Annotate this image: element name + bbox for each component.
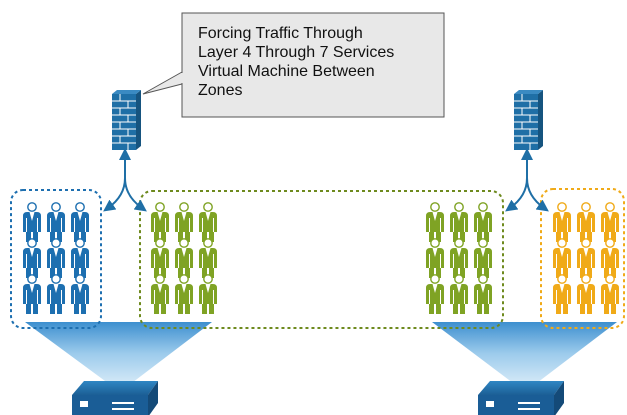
vm-person-icon: [151, 238, 169, 278]
vm-person-icon: [601, 274, 619, 314]
vm-group-blue: [23, 202, 89, 314]
vm-person-icon: [71, 202, 89, 242]
vm-person-icon: [151, 274, 169, 314]
vm-group-green-right: [426, 202, 492, 314]
vm-person-icon: [474, 238, 492, 278]
vm-person-icon: [474, 274, 492, 314]
vm-person-icon: [47, 202, 65, 242]
server-icon: [478, 381, 564, 415]
firewall-icon: [514, 90, 543, 150]
callout-pointer: [142, 71, 183, 95]
vm-person-icon: [151, 202, 169, 242]
vm-person-icon: [47, 238, 65, 278]
callout-line-4: Zones: [198, 82, 243, 99]
vm-person-icon: [553, 202, 571, 242]
vm-person-icon: [23, 274, 41, 314]
vm-person-icon: [47, 274, 65, 314]
green-zone-boundary: [139, 190, 504, 329]
vm-person-icon: [553, 274, 571, 314]
vm-person-icon: [426, 202, 444, 242]
vm-person-icon: [450, 238, 468, 278]
vm-person-icon: [199, 238, 217, 278]
vm-person-icon: [426, 274, 444, 314]
orange-zone-boundary: [540, 188, 625, 329]
callout-text: Forcing Traffic Through Layer 4 Through …: [198, 24, 443, 100]
vm-person-icon: [23, 238, 41, 278]
callout-box: [142, 12, 445, 118]
server-icon: [72, 381, 158, 415]
vm-person-icon: [175, 202, 193, 242]
vm-person-icon: [199, 202, 217, 242]
vm-person-icon: [553, 238, 571, 278]
vm-person-icon: [601, 202, 619, 242]
vm-group-orange: [553, 202, 619, 314]
blue-zone-boundary: [10, 189, 102, 329]
callout-line-1: Forcing Traffic Through: [198, 25, 363, 42]
vm-person-icon: [450, 202, 468, 242]
callout-line-3: Virtual Machine Between: [198, 63, 375, 80]
vm-person-icon: [71, 274, 89, 314]
vm-person-icon: [175, 238, 193, 278]
vm-person-icon: [23, 202, 41, 242]
vm-person-icon: [426, 238, 444, 278]
vm-person-icon: [71, 238, 89, 278]
vm-group-green-left: [151, 202, 217, 314]
vm-person-icon: [474, 202, 492, 242]
callout-rect: [181, 12, 445, 118]
callout-line-2: Layer 4 Through 7 Services: [198, 44, 395, 61]
vm-person-icon: [577, 238, 595, 278]
firewall-icon: [112, 90, 141, 150]
vm-person-icon: [577, 202, 595, 242]
vm-person-icon: [175, 274, 193, 314]
vm-person-icon: [450, 274, 468, 314]
vm-person-icon: [577, 274, 595, 314]
funnel-left: [25, 322, 212, 392]
funnel-right: [432, 322, 617, 392]
vm-person-icon: [601, 238, 619, 278]
vm-person-icon: [199, 274, 217, 314]
left-arrows: [103, 148, 147, 212]
right-arrows: [505, 148, 549, 212]
